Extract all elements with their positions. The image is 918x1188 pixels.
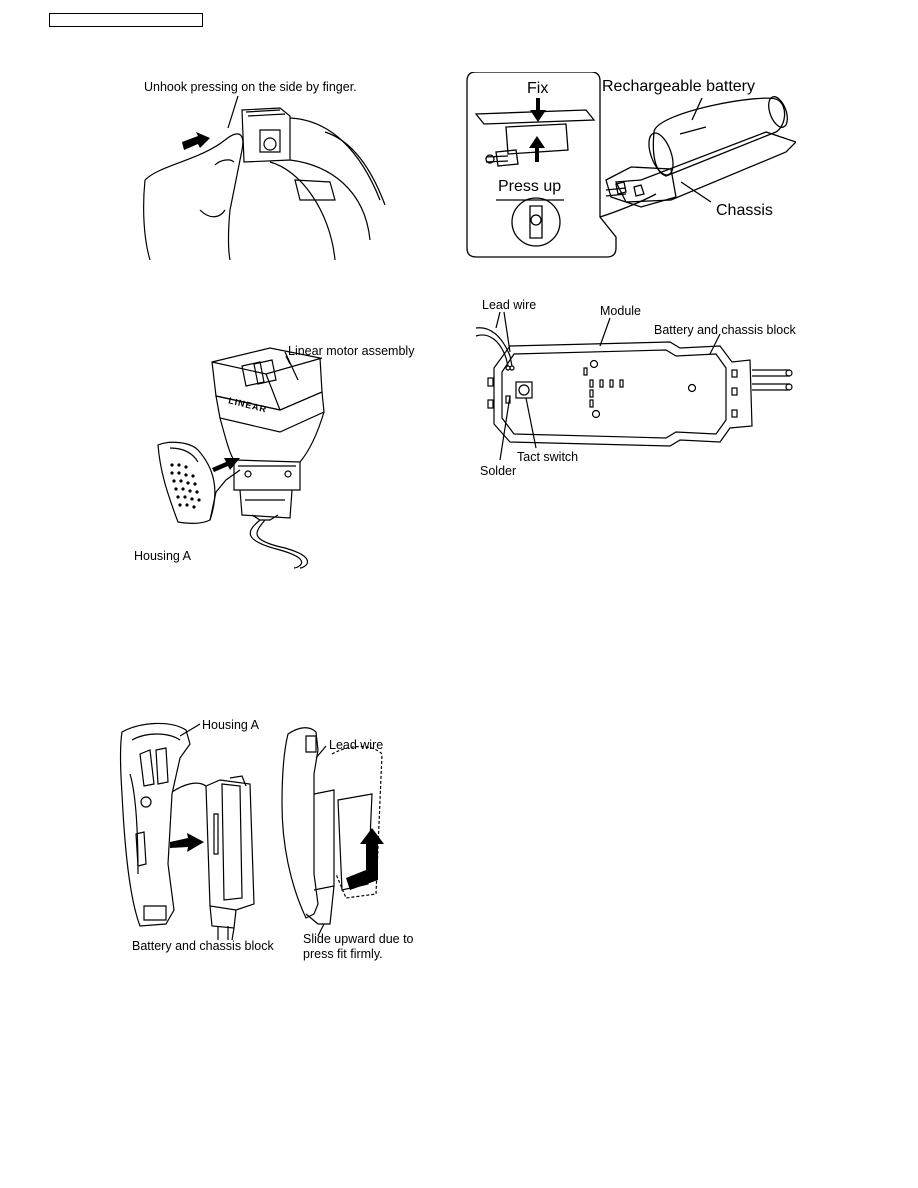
module-illustration xyxy=(475,311,793,461)
press-up-label: Press up xyxy=(498,178,562,195)
housing-a-label-2: Housing A xyxy=(202,718,259,732)
slide-upward-label-line2: press fit firmly. xyxy=(303,947,383,961)
housing-a-label: Housing A xyxy=(134,549,191,563)
fix-arrow-icon xyxy=(530,98,546,122)
tact-switch-label: Tact switch xyxy=(517,450,579,464)
insert-arrow-icon xyxy=(212,458,240,472)
solder-label: Solder xyxy=(480,464,517,478)
battery-fix-illustration xyxy=(466,72,796,258)
linear-motor-assembly-label: Linear motor assembly xyxy=(288,344,415,358)
figure-module: Lead wire Module Battery and chassis blo… xyxy=(470,296,810,481)
module-label: Module xyxy=(600,304,641,318)
rechargeable-battery-label: Rechargeable battery xyxy=(602,78,755,95)
lead-wire-label: Lead wire xyxy=(482,298,537,312)
unhook-instruction-label: Unhook pressing on the side by finger. xyxy=(144,80,357,94)
linear-motor-illustration xyxy=(157,347,325,569)
slide-upward-label-line1: Slide upward due to xyxy=(303,932,414,946)
figure-linear-motor: LINEAR Linear motor assembly Housing A xyxy=(130,340,430,570)
chassis-label: Chassis xyxy=(716,202,773,219)
figure-unhook-finger: Unhook pressing on the side by finger. xyxy=(130,70,400,270)
insert-right-arrow-icon xyxy=(170,833,204,852)
lead-wire-label-2: Lead wire xyxy=(329,738,384,752)
battery-chassis-block-label: Battery and chassis block xyxy=(654,323,796,337)
battery-chassis-block-label-2: Battery and chassis block xyxy=(132,939,274,953)
header-label-box xyxy=(49,13,203,27)
finger-unhook-illustration xyxy=(143,95,386,261)
figure-battery-chassis-insert: Housing A Lead wire Battery and chassis … xyxy=(110,714,430,974)
slide-up-arrow-icon xyxy=(346,828,384,890)
figure-battery-fix: Fix Rechargeable battery Press up Chassi… xyxy=(466,72,796,258)
press-up-arrow-icon xyxy=(529,136,545,162)
push-arrow-icon xyxy=(182,132,210,150)
fix-label: Fix xyxy=(527,80,549,97)
battery-chassis-insert-illustration xyxy=(119,722,384,941)
